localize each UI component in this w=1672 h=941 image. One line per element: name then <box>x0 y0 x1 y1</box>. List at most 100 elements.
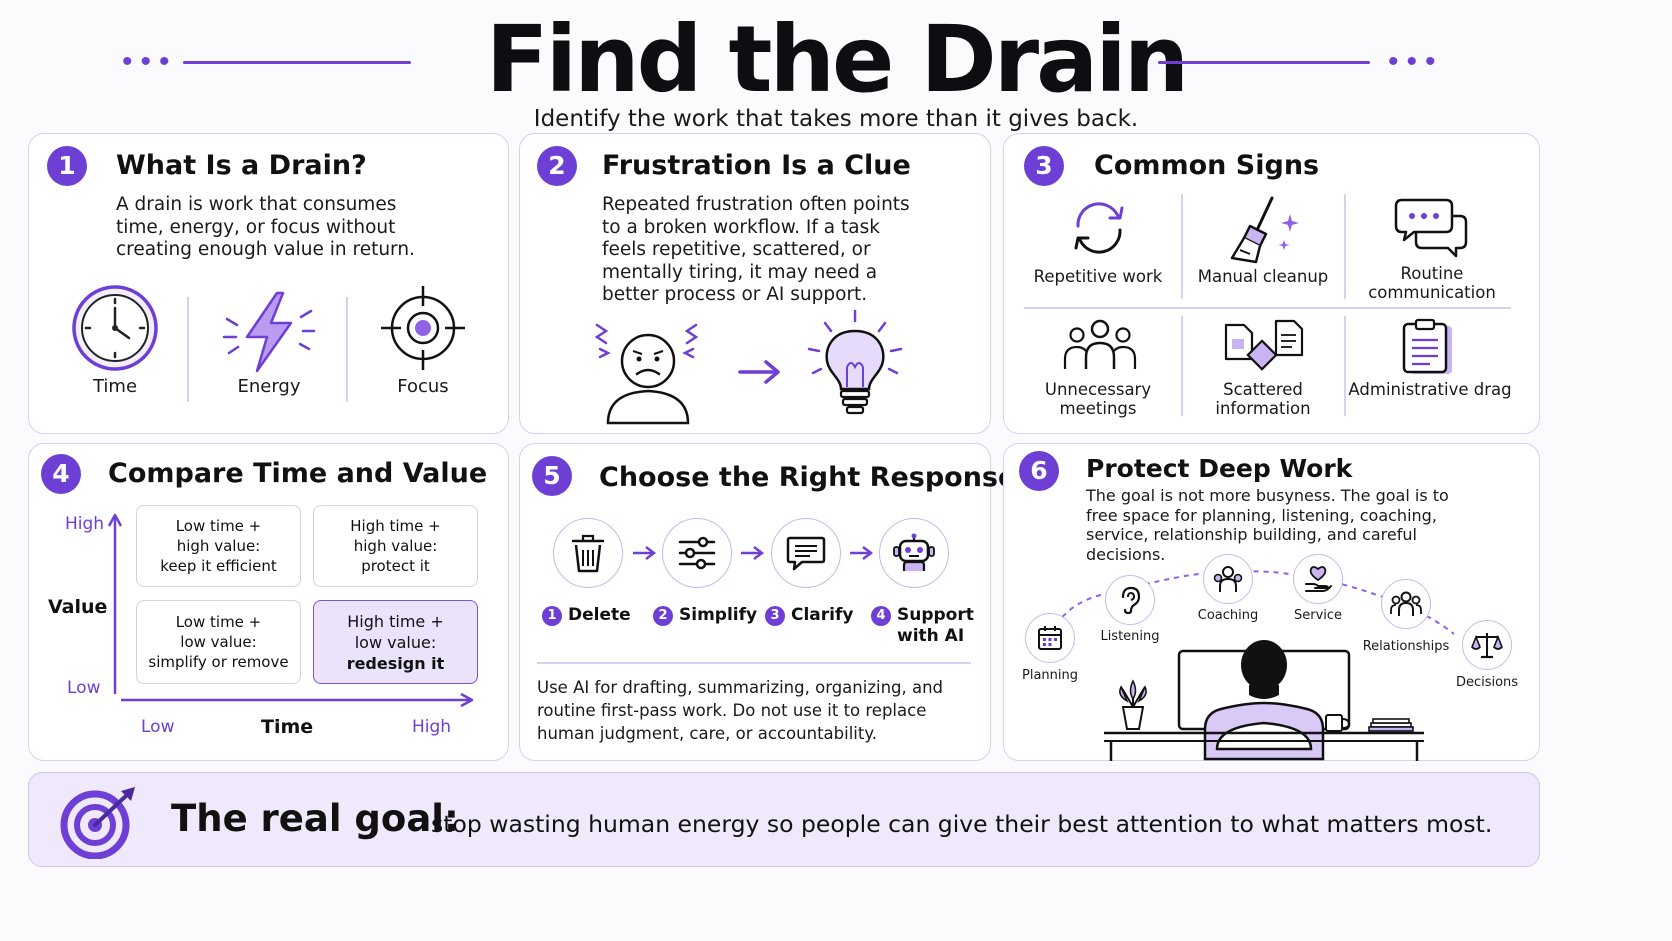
frustrated-person-icon <box>594 323 699 425</box>
deep-work-label: Service <box>1293 608 1343 623</box>
ear-icon <box>1121 586 1141 615</box>
step-number-badge: 6 <box>1019 451 1059 491</box>
step-number-badge: 5 <box>532 456 572 496</box>
step-number-badge: 4 <box>41 454 81 494</box>
quadrant-line: simplify or remove <box>148 653 289 671</box>
lightbulb-icon <box>807 309 903 415</box>
divider <box>187 297 189 402</box>
page-subtitle: Identify the work that takes more than i… <box>533 106 1139 132</box>
quadrant-line: low value: <box>354 632 437 652</box>
deep-work-planning <box>1025 613 1075 663</box>
divider <box>1024 307 1511 309</box>
sign-label: Routine communication <box>1368 264 1496 302</box>
axes <box>107 513 474 708</box>
card-choose-the-right-response: 5 Choose the Right Response <box>519 443 1016 761</box>
real-goal-banner: The real goal: stop wasting human energy… <box>28 772 1540 867</box>
people-icon <box>1063 319 1137 369</box>
drain-item-label: Focus <box>397 376 449 397</box>
response-step-label: Clarify <box>791 605 854 625</box>
quadrant-line: Low time + <box>175 517 262 535</box>
quadrant-line: high value: <box>176 537 261 555</box>
lightning-icon <box>222 291 316 373</box>
response-label: 3 Clarify <box>765 605 853 626</box>
response-note: Use AI for drafting, summarizing, organi… <box>537 678 944 743</box>
quadrant-line: redesign it <box>346 653 445 673</box>
divider <box>1181 316 1183 416</box>
chat-icon <box>1394 198 1468 258</box>
response-step-number: 4 <box>871 606 891 626</box>
quadrant-line: low value: <box>180 633 257 651</box>
card-title: Compare Time and Value <box>108 458 488 489</box>
deep-work-service <box>1293 554 1343 604</box>
dashed-arc <box>1051 570 1455 635</box>
header-dots-left: ••• <box>122 45 178 78</box>
quadrant-line: keep it efficient <box>160 557 277 575</box>
divider <box>346 297 348 402</box>
arrow-right-icon <box>738 360 780 384</box>
x-axis-name: Time <box>261 716 314 738</box>
drain-item-label: Energy <box>237 376 301 397</box>
x-axis-low-label: Low <box>141 717 175 737</box>
response-simplify <box>662 518 732 588</box>
quadrant-line: Low time + <box>175 613 262 631</box>
response-label: 1 Delete <box>542 605 631 626</box>
group-icon <box>1390 591 1422 616</box>
quadrant-high-time-high-value: High time + high value: protect it <box>313 505 478 587</box>
broom-icon <box>1230 196 1299 264</box>
banner-lead: The real goal: <box>171 797 459 840</box>
step-number-badge: 3 <box>1024 146 1064 186</box>
card-compare-time-and-value: 4 Compare Time and Value High Value Low … <box>28 443 509 761</box>
person-at-desk-illustration <box>1104 640 1424 761</box>
sign-label: Repetitive work <box>1033 267 1163 286</box>
arrow-right-icon <box>633 546 657 560</box>
deep-work-label: Coaching <box>1197 608 1259 623</box>
deep-work-label: Relationships <box>1362 639 1450 654</box>
quadrant-line: High time + <box>350 517 441 535</box>
quadrant-high-time-low-value: High time +low value:redesign it <box>313 600 478 684</box>
card-title: Common Signs <box>1094 150 1320 181</box>
drain-item-label: Time <box>92 376 138 397</box>
clipboard-icon <box>1402 318 1452 374</box>
quadrant-line: protect it <box>361 557 430 575</box>
response-step-label: Support <box>897 605 974 625</box>
response-step-number: 3 <box>765 606 785 626</box>
step-number-badge: 1 <box>47 146 87 186</box>
coaching-icon <box>1213 566 1243 592</box>
card-title: Choose the Right Response <box>599 462 1017 493</box>
target-icon <box>381 286 465 370</box>
x-axis-high-label: High <box>412 717 452 737</box>
step-number-badge: 2 <box>537 146 577 186</box>
quadrant-line: high value: <box>353 537 438 555</box>
response-step-number: 1 <box>542 606 562 626</box>
card-frustration-is-a-clue: 2 Frustration Is a Clue Repeated frustra… <box>519 133 991 434</box>
y-axis-low-label: Low <box>67 678 101 698</box>
sign-label: Manual cleanup <box>1197 267 1329 286</box>
sign-label: Scattered information <box>1215 380 1311 418</box>
response-support-with-ai <box>879 518 949 588</box>
card-title: Protect Deep Work <box>1086 454 1353 483</box>
card-common-signs: 3 Common Signs Repetitive work Manual cl… <box>1003 133 1540 434</box>
deep-work-label: Planning <box>1022 668 1078 683</box>
card-title: Frustration Is a Clue <box>602 150 911 181</box>
sliders-icon <box>678 536 716 570</box>
card-body: Repeated frustration often points to a b… <box>602 194 910 305</box>
y-axis-name: Value <box>48 596 108 618</box>
arrow-right-icon <box>741 546 765 560</box>
deep-work-label: Decisions <box>1455 675 1519 690</box>
quadrant-line: High time + <box>347 611 444 631</box>
quadrant-low-time-high-value: Low time + high value: keep it efficient <box>136 505 301 587</box>
header-rule-right <box>1158 61 1370 64</box>
card-body: The goal is not more busyness. The goal … <box>1086 486 1449 564</box>
calendar-icon <box>1038 626 1062 650</box>
arrow-right-icon <box>850 546 874 560</box>
page-title: Find the Drain <box>485 6 1190 113</box>
message-icon <box>786 536 826 571</box>
divider <box>1181 194 1183 299</box>
divider <box>1344 316 1346 416</box>
heart-hand-icon <box>1305 566 1332 592</box>
banner-text: stop wasting human energy so people can … <box>431 810 1493 838</box>
response-step-label: Delete <box>568 605 631 625</box>
header-dots-right: ••• <box>1388 45 1444 78</box>
deep-work-label: Listening <box>1100 629 1160 644</box>
robot-icon <box>893 533 935 571</box>
